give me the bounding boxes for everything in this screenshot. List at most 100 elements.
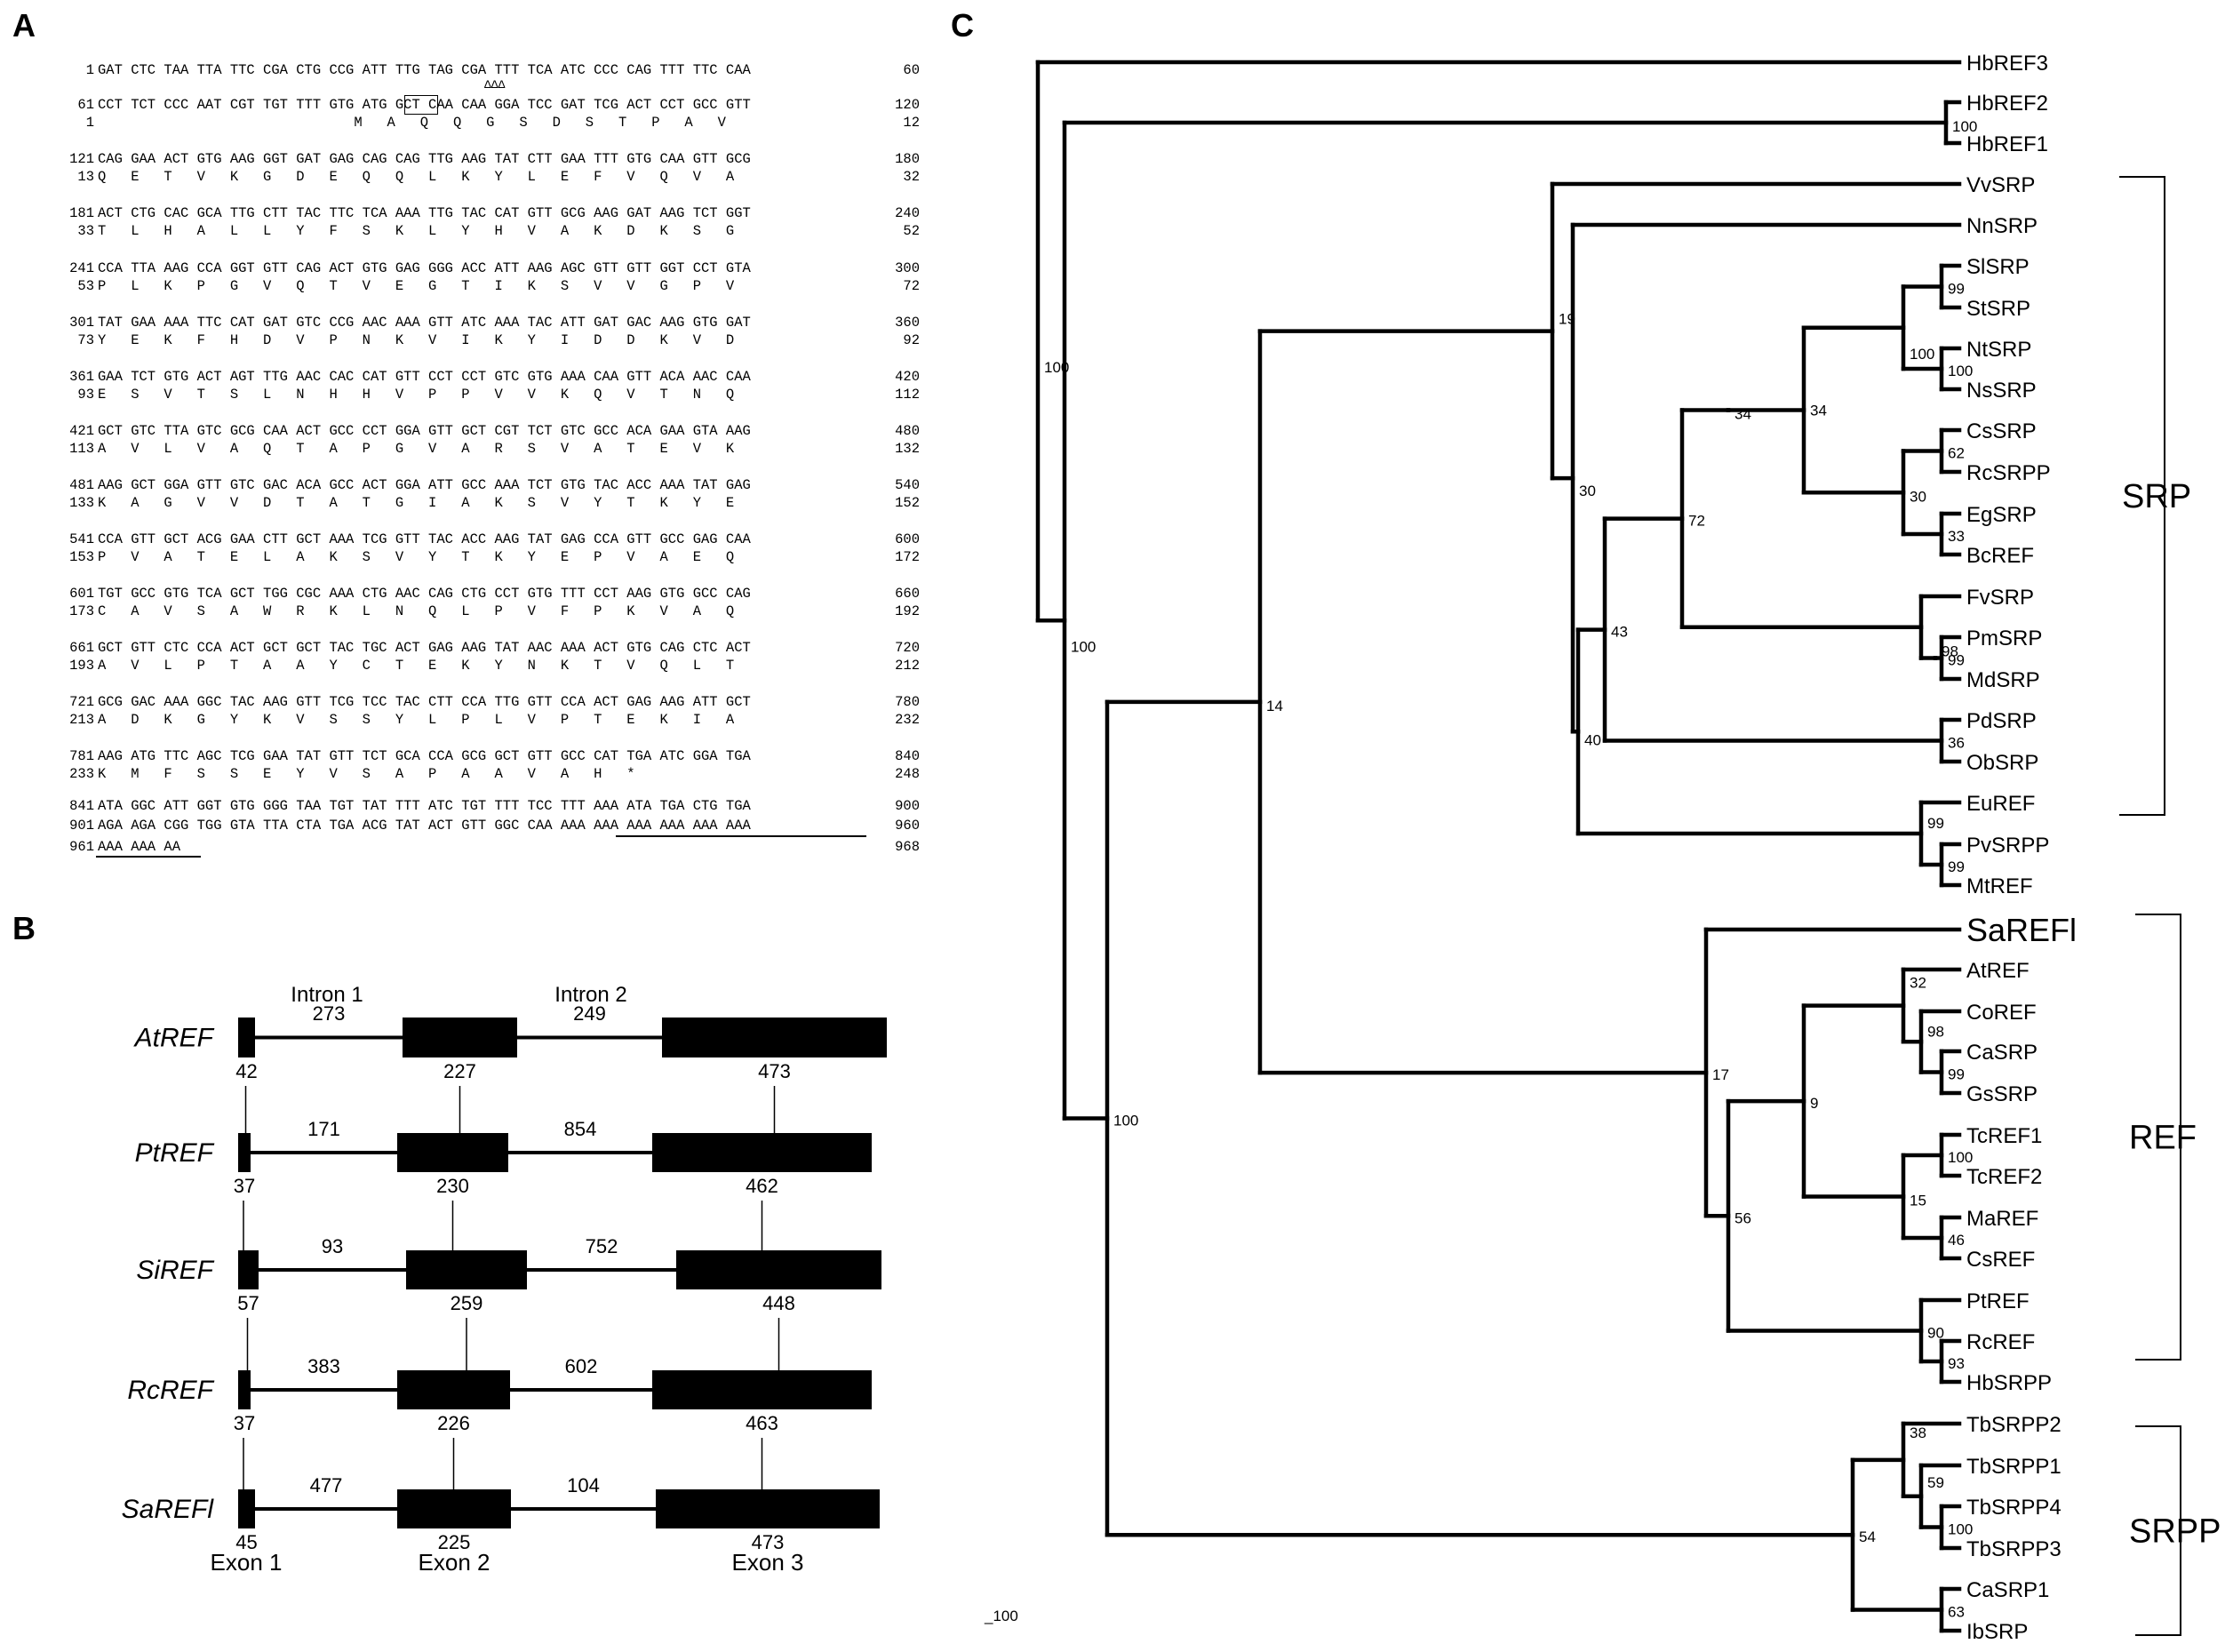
amino-acid-end-number: 172 — [895, 549, 920, 565]
leaf-label-tbsrpp2: TbSRPP2 — [1966, 1413, 2062, 1437]
exon-box — [238, 1489, 255, 1528]
amino-acid-start-number: 93 — [77, 387, 94, 403]
gene-name: SiREF — [136, 1256, 214, 1285]
intron-length: 171 — [307, 1118, 340, 1140]
leaf-label-rcref: RcREF — [1966, 1330, 2035, 1354]
nucleotide-end-number: 240 — [895, 205, 920, 221]
bootstrap-value: 100 — [1071, 638, 1096, 655]
bootstrap-value: 30 — [1910, 488, 1926, 505]
nucleotide-start-number: 541 — [69, 531, 94, 547]
leaf-label-cssrp: CsSRP — [1966, 419, 2037, 443]
nucleotide-end-number: 840 — [895, 748, 920, 764]
exon-box — [406, 1250, 527, 1289]
exon-length: 42 — [235, 1060, 257, 1082]
group-srpp-label: SRPP — [2129, 1513, 2221, 1551]
exon-box — [397, 1489, 511, 1528]
exon-box — [238, 1018, 255, 1057]
exon-box — [652, 1370, 872, 1409]
bootstrap-value: 34 — [1735, 406, 1751, 423]
bootstrap-value: 40 — [1584, 731, 1601, 748]
nucleotide-start-number: 61 — [77, 97, 94, 113]
bootstrap-value: 34 — [1810, 403, 1827, 419]
amino-acid-start-number: 193 — [69, 658, 94, 674]
amino-acid-start-number: 13 — [77, 169, 94, 185]
amino-acid-start-number: 53 — [77, 278, 94, 294]
nucleotide-start-number: 481 — [69, 477, 94, 493]
nucleotide-end-number: 720 — [895, 640, 920, 656]
intron-length: 854 — [564, 1118, 597, 1140]
nucleotide-end-number: 120 — [895, 97, 920, 113]
start-codon-box — [404, 95, 438, 115]
exon-box — [403, 1018, 517, 1057]
bootstrap-value: 90 — [1927, 1325, 1944, 1342]
amino-acid-sequence: A V L P T A A Y C T E K Y N K T V Q L T — [98, 658, 735, 674]
leaf-label-obsrp: ObSRP — [1966, 751, 2038, 775]
nucleotide-start-number: 721 — [69, 694, 94, 710]
leaf-label-coref: CoREF — [1966, 1001, 2037, 1025]
exon-1-header: Exon 1 — [211, 1549, 283, 1576]
gene-name: AtREF — [133, 1024, 215, 1053]
leaf-label-stsrp: StSRP — [1966, 297, 2030, 321]
amino-acid-end-number: 132 — [895, 441, 920, 457]
leaf-label-euref: EuREF — [1966, 792, 2035, 816]
nucleotide-sequence: TGT GCC GTG TCA GCT TGG CGC AAA CTG AAC … — [98, 586, 751, 602]
nucleotide-start-number: 301 — [69, 315, 94, 331]
nucleotide-sequence: TAT GAA AAA TTC CAT GAT GTC CCG AAC AAA … — [98, 315, 751, 331]
amino-acid-start-number: 1 — [85, 115, 94, 131]
nucleotide-end-number: 660 — [895, 586, 920, 602]
amino-acid-end-number: 32 — [903, 169, 920, 185]
leaf-label-tbsrpp4: TbSRPP4 — [1966, 1496, 2062, 1520]
exon-length: 225 — [438, 1531, 471, 1553]
bootstrap-value: 62 — [1948, 445, 1965, 462]
exon-length: 462 — [746, 1175, 778, 1197]
nucleotide-sequence: GCG GAC AAA GGC TAC AAG GTT TCG TCC TAC … — [98, 694, 751, 710]
nucleotide-sequence: GCT GTC TTA GTC GCG CAA ACT GCC CCT GGA … — [98, 423, 751, 439]
exon-length: 226 — [437, 1412, 470, 1434]
bootstrap-value: 99 — [1948, 281, 1965, 298]
nucleotide-start-number: 421 — [69, 423, 94, 439]
bootstrap-value: 72 — [1688, 513, 1705, 530]
leaf-label-hbsrpp: HbSRPP — [1966, 1371, 2052, 1395]
intron-length: 273 — [313, 1002, 346, 1025]
exon-box — [397, 1370, 510, 1409]
leaf-label-casrp1: CaSRP1 — [1966, 1578, 2049, 1602]
bootstrap-value: 100 — [1044, 359, 1069, 376]
nucleotide-start-number: 181 — [69, 205, 94, 221]
amino-acid-sequence: K M F S S E Y V S A P A A V A H * — [98, 766, 635, 782]
bootstrap-value: 19 — [1559, 311, 1575, 328]
intron-length: 249 — [573, 1002, 606, 1025]
bootstrap-value: 32 — [1910, 975, 1926, 992]
nucleotide-end-number: 540 — [895, 477, 920, 493]
intron-2-header: Intron 2 — [554, 983, 626, 1007]
leaf-label-rcsrpp: RcSRPP — [1966, 461, 2051, 485]
bootstrap-value: 56 — [1735, 1209, 1751, 1226]
stop-codon-marker: ΔΔΔ — [484, 78, 506, 92]
exon-length: 448 — [762, 1292, 795, 1314]
leaf-label-sarefl: SaREFl — [1966, 912, 2077, 948]
leaf-label-nssrp: NsSRP — [1966, 379, 2037, 403]
amino-acid-sequence: A D K G Y K V S S Y L P L V P T E K I A — [98, 712, 735, 728]
nucleotide-sequence: CCA GTT GCT ACG GAA CTT GCT AAA TCG GTT … — [98, 531, 751, 547]
amino-acid-sequence: Q E T V K G D E Q Q L K Y L E F V Q V A — [98, 169, 735, 185]
amino-acid-start-number: 33 — [77, 223, 94, 239]
bootstrap-value: 15 — [1910, 1193, 1926, 1209]
leaf-label-hbref2: HbREF2 — [1966, 92, 2048, 116]
amino-acid-end-number: 192 — [895, 603, 920, 619]
exon-length: 37 — [234, 1412, 255, 1434]
intron-length: 93 — [322, 1235, 343, 1257]
leaf-label-slsrp: SlSRP — [1966, 255, 2030, 279]
amino-acid-start-number: 213 — [69, 712, 94, 728]
nucleotide-sequence: CAG GAA ACT GTG AAG GGT GAT GAG CAG CAG … — [98, 151, 751, 167]
amino-acid-sequence: C A V S A W R K L N Q L P V F P K V A Q — [98, 603, 735, 619]
polya-underline — [96, 856, 201, 858]
nucleotide-start-number: 601 — [69, 586, 94, 602]
amino-acid-start-number: 153 — [69, 549, 94, 565]
exon-3-header: Exon 3 — [732, 1549, 804, 1576]
nucleotide-end-number: 600 — [895, 531, 920, 547]
nucleotide-end-number: 420 — [895, 369, 920, 385]
nucleotide-sequence: GCT GTT CTC CCA ACT GCT GCT TAC TGC ACT … — [98, 640, 751, 656]
nucleotide-end-number: 480 — [895, 423, 920, 439]
amino-acid-sequence: A V L V A Q T A P G V A R S V A T E V K — [98, 441, 735, 457]
